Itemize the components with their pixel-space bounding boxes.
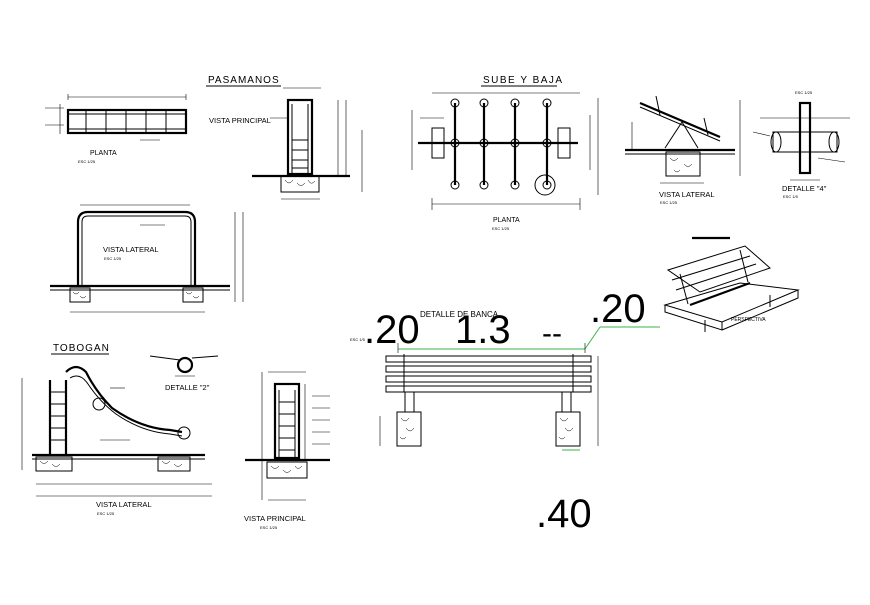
sube-baja-detalle-top-scale: ESC 1/25 [795,90,813,95]
banca-dim-bottom: .40 [536,492,592,536]
tobogan-detalle-2-label: DETALLE "2" [165,383,210,392]
banca-dim-dash: -- [542,317,562,350]
tobogan-vista-principal-drawing [245,371,330,501]
banca-perspectiva-label: PERSPECTIVA [731,317,766,323]
sube-baja-planta-scale: ESC 1/25 [492,226,510,231]
sube-baja-vista-lateral-scale: ESC 1/25 [660,200,678,205]
title-sube-baja: SUBE Y BAJA [483,75,564,86]
tobogan-vista-lateral-drawing [21,365,212,497]
tobogan-vista-principal-scale: ESC 1/25 [260,525,278,530]
sube-baja-planta-label: PLANTA [493,217,520,224]
sube-baja-detalle-4-scale: ESC 1/5 [783,194,799,199]
pasamanos-vista-lateral-scale: ESC 1/25 [104,256,122,261]
tobogan-detalle-2-drawing [149,355,219,377]
banca-detalle-label: DETALLE DE BANCA [420,310,499,319]
title-pasamanos: PASAMANOS [208,75,280,86]
sube-baja-detalle-4-drawing [752,101,850,181]
sube-baja-planta-drawing [411,92,599,210]
banca-dim-mid: 1.3 [455,308,511,352]
pasamanos-vista-principal-label: VISTA PRINCIPAL [209,116,271,125]
tobogan-vista-lateral-label: VISTA LATERAL [96,500,152,509]
banca-scale: ESC 1/5 [350,337,366,342]
tobogan-vista-lateral-scale: ESC 1/25 [97,511,115,516]
banca-dim-left: .20 [364,308,420,352]
title-tobogan: TOBOGAN [53,343,110,354]
pasamanos-vista-principal-drawing [252,87,363,200]
pasamanos-planta-scale: ESC 1/25 [78,159,96,164]
banca-perspectiva-drawing [663,236,800,332]
pasamanos-vista-lateral-label: VISTA LATERAL [103,245,159,254]
pasamanos-vista-lateral-drawing [50,204,244,313]
banca-dim-right: .20 [590,287,646,331]
banca-detalle-drawing [379,326,660,451]
sube-baja-detalle-4-label: DETALLE "4" [782,184,827,193]
tobogan-vista-principal-label: VISTA PRINCIPAL [244,514,306,523]
pasamanos-planta-label: PLANTA [90,150,117,157]
pasamanos-planta-drawing [45,94,188,141]
sube-baja-vista-lateral-label: VISTA LATERAL [659,190,715,199]
sube-baja-vista-lateral-drawing [625,95,741,184]
